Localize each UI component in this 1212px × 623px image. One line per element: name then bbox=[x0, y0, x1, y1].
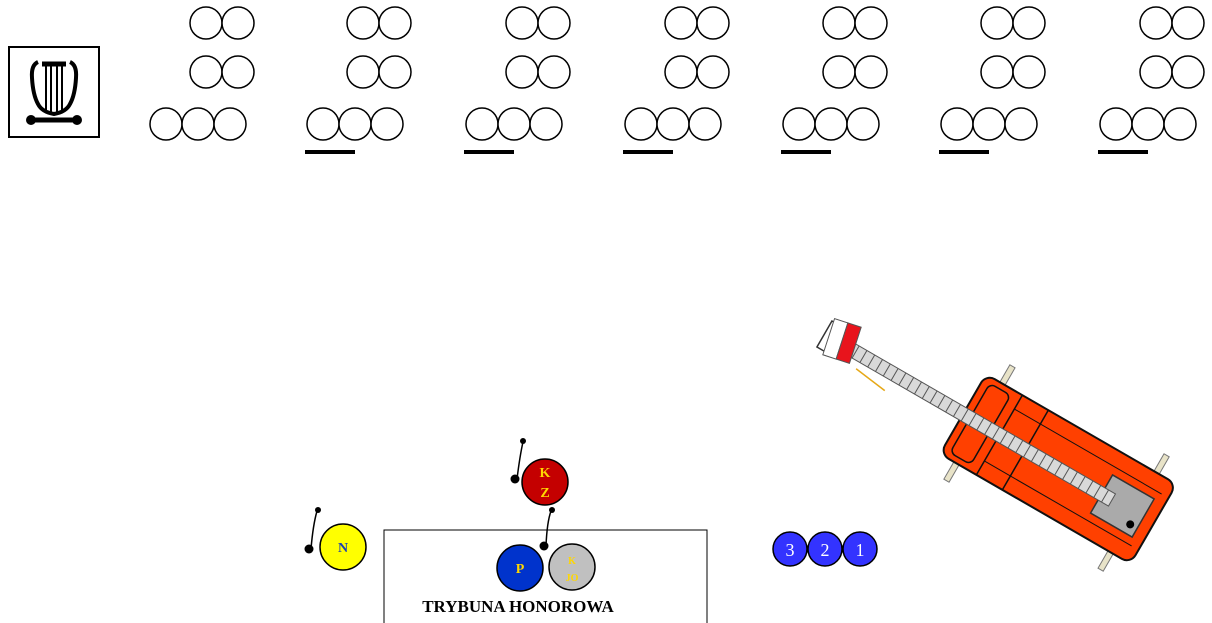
musician-marker bbox=[1131, 107, 1165, 141]
musician-marker bbox=[696, 6, 730, 40]
guard-3: 3 bbox=[772, 531, 808, 567]
musician-marker bbox=[782, 107, 816, 141]
musician-marker bbox=[972, 107, 1006, 141]
musician-marker bbox=[822, 6, 856, 40]
musician-marker bbox=[338, 107, 372, 141]
kjo-label-bottom: JO bbox=[566, 573, 579, 584]
musician-marker bbox=[940, 107, 974, 141]
kz-marker bbox=[521, 458, 569, 506]
p-label: P bbox=[516, 562, 525, 577]
musician-marker bbox=[505, 6, 539, 40]
musician-marker bbox=[505, 55, 539, 89]
band-group bbox=[939, 6, 1046, 154]
guard-2: 2 bbox=[807, 531, 843, 567]
guard-number: 2 bbox=[821, 540, 830, 560]
musician-marker bbox=[1012, 6, 1046, 40]
musician-marker bbox=[846, 107, 880, 141]
band-formation bbox=[149, 6, 1205, 154]
musician-marker bbox=[664, 6, 698, 40]
guard-marker bbox=[772, 531, 808, 567]
musician-marker bbox=[1139, 55, 1173, 89]
musician-marker bbox=[537, 55, 571, 89]
musician-marker bbox=[189, 55, 223, 89]
fire-truck-icon bbox=[815, 319, 1174, 572]
musician-marker bbox=[497, 107, 531, 141]
tribune-label: TRYBUNA HONOROWA bbox=[422, 597, 614, 616]
musician-marker bbox=[822, 55, 856, 89]
musician-marker bbox=[213, 107, 247, 141]
person-kjo: K JO bbox=[539, 507, 596, 591]
kjo-label-top: K bbox=[568, 556, 576, 567]
musician-marker bbox=[980, 55, 1014, 89]
p-marker bbox=[496, 544, 544, 592]
musician-marker bbox=[814, 107, 848, 141]
guard-1: 1 bbox=[842, 531, 878, 567]
musician-marker bbox=[656, 107, 690, 141]
polish-flag-icon bbox=[822, 317, 886, 392]
band-group bbox=[1098, 6, 1205, 154]
musician-marker bbox=[854, 6, 888, 40]
musician-marker bbox=[465, 107, 499, 141]
guard-marker bbox=[807, 531, 843, 567]
musician-marker bbox=[688, 107, 722, 141]
kz-label-bottom: Z bbox=[540, 486, 549, 501]
numbered-guards: 3 2 1 bbox=[772, 531, 878, 567]
band-group bbox=[623, 6, 730, 154]
musician-marker bbox=[1004, 107, 1038, 141]
person-n: N bbox=[304, 507, 367, 571]
musician-marker bbox=[1163, 107, 1197, 141]
musician-marker bbox=[624, 107, 658, 141]
kjo-marker bbox=[548, 543, 596, 591]
person-kz: K Z bbox=[510, 438, 569, 506]
musician-marker bbox=[149, 107, 183, 141]
musician-marker bbox=[346, 55, 380, 89]
musician-marker bbox=[1139, 6, 1173, 40]
musician-marker bbox=[221, 6, 255, 40]
band-group bbox=[781, 6, 888, 154]
musician-marker bbox=[854, 55, 888, 89]
guard-marker bbox=[842, 531, 878, 567]
musician-marker bbox=[378, 6, 412, 40]
n-label: N bbox=[338, 541, 348, 556]
band-group bbox=[149, 6, 255, 141]
band-group bbox=[464, 6, 571, 154]
musician-marker bbox=[370, 107, 404, 141]
musician-marker bbox=[1171, 55, 1205, 89]
musician-marker bbox=[1012, 55, 1046, 89]
musician-marker bbox=[189, 6, 223, 40]
musician-marker bbox=[980, 6, 1014, 40]
guard-number: 3 bbox=[786, 540, 795, 560]
musician-marker bbox=[1171, 6, 1205, 40]
musician-marker bbox=[306, 107, 340, 141]
guard-number: 1 bbox=[856, 540, 865, 560]
lyre-icon bbox=[8, 46, 100, 138]
person-p: P bbox=[496, 544, 544, 592]
musician-marker bbox=[529, 107, 563, 141]
musician-marker bbox=[181, 107, 215, 141]
musician-marker bbox=[346, 6, 380, 40]
band-group bbox=[305, 6, 412, 154]
musician-marker bbox=[664, 55, 698, 89]
kz-label-top: K bbox=[540, 466, 551, 481]
musician-marker bbox=[378, 55, 412, 89]
musician-marker bbox=[1099, 107, 1133, 141]
n-marker bbox=[319, 523, 367, 571]
musician-marker bbox=[696, 55, 730, 89]
musician-marker bbox=[537, 6, 571, 40]
musician-marker bbox=[221, 55, 255, 89]
